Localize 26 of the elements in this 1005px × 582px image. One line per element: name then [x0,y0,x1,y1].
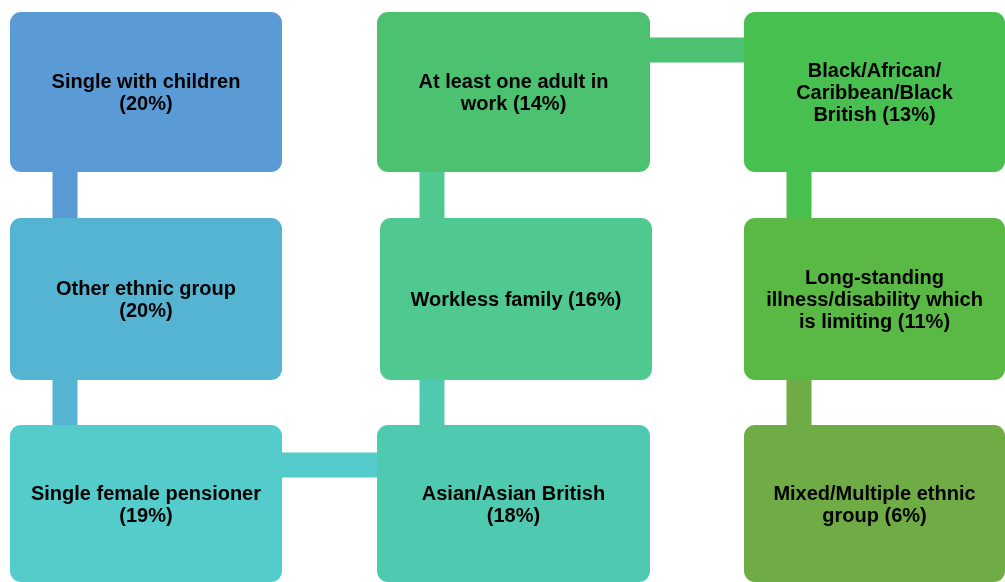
box-label: At least one adult in work (14%) [417,70,610,114]
box-label: Other ethnic group (20%) [55,277,237,321]
box-label: Single female pensioner (19%) [30,481,262,526]
box-label: Long-standing illness/disability which is limiting (11%) [765,266,984,332]
connector-bar [52,172,78,218]
process-box [377,425,650,582]
connector-bar [650,37,744,63]
process-box [744,425,1005,582]
connector-bar [282,452,377,478]
box-label: Asian/Asian British (18%) [420,481,607,526]
connector-bar [786,380,812,425]
connector-bar [419,172,445,218]
connector-bar [786,172,812,218]
box-label: Mixed/Multiple ethnic group (6%) [772,481,977,526]
box-label: Single with children (20%) [50,70,242,114]
process-box [380,218,652,380]
process-box [744,12,1005,172]
process-box [10,425,282,582]
process-box [377,12,650,172]
process-box [10,12,282,172]
process-box [10,218,282,380]
box-label: Workless family (16%) [410,288,622,310]
process-box [744,218,1005,380]
connector-bar [52,380,78,425]
box-label: Black/African/ Caribbean/Black British (13%) [795,59,954,125]
connector-bar [419,380,445,425]
